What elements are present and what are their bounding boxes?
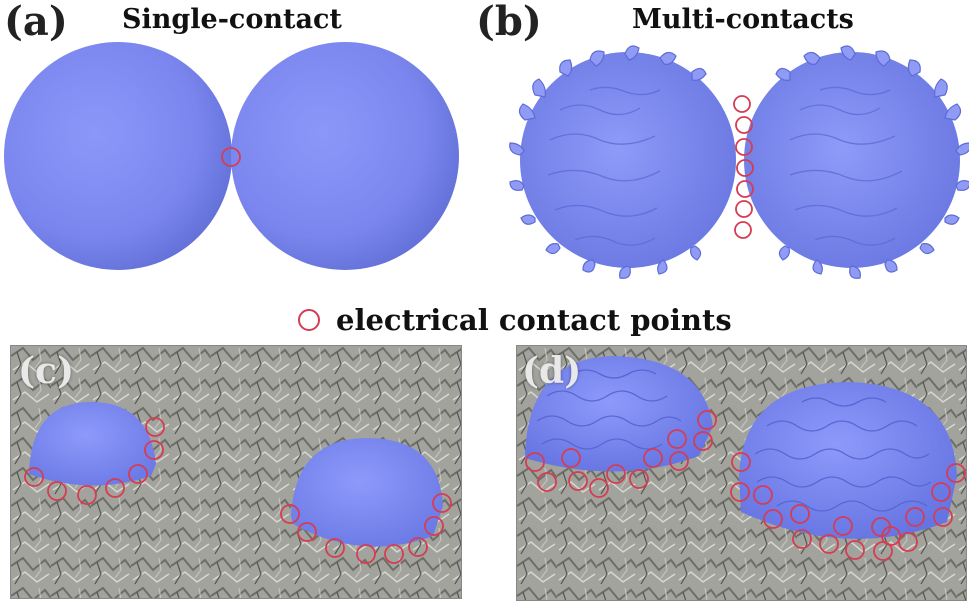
sphere-left (4, 42, 232, 270)
top-row-illustrations (4, 42, 969, 279)
contact-point-icon (432, 493, 452, 513)
panel-b-label: (b) (476, 0, 542, 45)
contact-point-icon (105, 478, 125, 498)
contact-point-icon (736, 180, 754, 198)
multi-contact-points (733, 95, 754, 239)
contact-point-icon (733, 95, 751, 113)
contact-point-icon (667, 429, 687, 449)
contact-point-icon (47, 481, 67, 501)
contact-point-icon (128, 464, 148, 484)
contact-point-icon (736, 159, 754, 177)
contact-point-icon (408, 537, 428, 557)
contact-point-icon (833, 516, 853, 536)
contact-point-icon (589, 478, 609, 498)
flower-particle-right (744, 45, 969, 279)
contact-point-icon (735, 116, 753, 134)
red-circle-icon (298, 309, 320, 331)
contact-point-icon (537, 472, 557, 492)
contact-point-icon (221, 147, 241, 167)
panel-b-title: Multi-contacts (632, 4, 854, 35)
contact-point-icon (735, 200, 753, 218)
contact-point-icon (763, 509, 783, 529)
contact-point-icon (731, 452, 751, 472)
contact-point-icon (525, 452, 545, 472)
panel-d-label: (d) (522, 350, 582, 392)
contact-point-icon (297, 522, 317, 542)
panel-c-label: (c) (18, 350, 74, 392)
panel-a-label: (a) (4, 0, 68, 45)
contact-point-icon (898, 532, 918, 552)
dome-particle-right (291, 438, 443, 547)
contact-point-icon (845, 540, 865, 560)
contact-point-icon (933, 507, 953, 527)
sphere-right (231, 42, 459, 270)
flower-particle-left (509, 45, 736, 279)
contact-point-icon (946, 463, 966, 483)
contact-point-icon (606, 464, 626, 484)
contact-point-icon (669, 451, 689, 471)
contact-point-icon (873, 541, 893, 561)
contact-point-icon (730, 482, 750, 502)
contact-point-icon (384, 544, 404, 564)
contact-point-icon (145, 417, 165, 437)
panel-a-title: Single-contact (122, 4, 342, 35)
contact-point-icon (77, 485, 97, 505)
flower-dome-right (739, 382, 957, 539)
legend-label: electrical contact points (336, 303, 732, 337)
contact-point-icon (144, 440, 164, 460)
contact-point-icon (931, 482, 951, 502)
contact-point-icon (643, 448, 663, 468)
contact-point-icon (792, 529, 812, 549)
contact-point-icon (735, 138, 753, 156)
contact-point-icon (881, 526, 901, 546)
panel-a-spheres (4, 42, 459, 270)
contact-point-icon (697, 410, 717, 430)
contact-point-icon (424, 516, 444, 536)
contact-point-icon (790, 504, 810, 524)
legend: electrical contact points (296, 300, 732, 340)
panel-b-flowers (509, 45, 969, 279)
panel-c-image (10, 345, 462, 599)
contact-point-icon (905, 507, 925, 527)
flower-dome-left (525, 356, 713, 472)
contact-point-icon (629, 469, 649, 489)
contact-point-icon (280, 504, 300, 524)
contact-point-icon (819, 534, 839, 554)
contact-point-icon (356, 544, 376, 564)
contact-point-icon (568, 471, 588, 491)
contact-point-icon (561, 448, 581, 468)
contact-point-icon (24, 467, 44, 487)
contact-point-icon (753, 485, 773, 505)
contact-point-icon (734, 221, 752, 239)
panel-d-image (516, 345, 967, 601)
contact-point-icon (325, 538, 345, 558)
dome-particle-left (29, 402, 156, 486)
contact-point-icon (693, 431, 713, 451)
